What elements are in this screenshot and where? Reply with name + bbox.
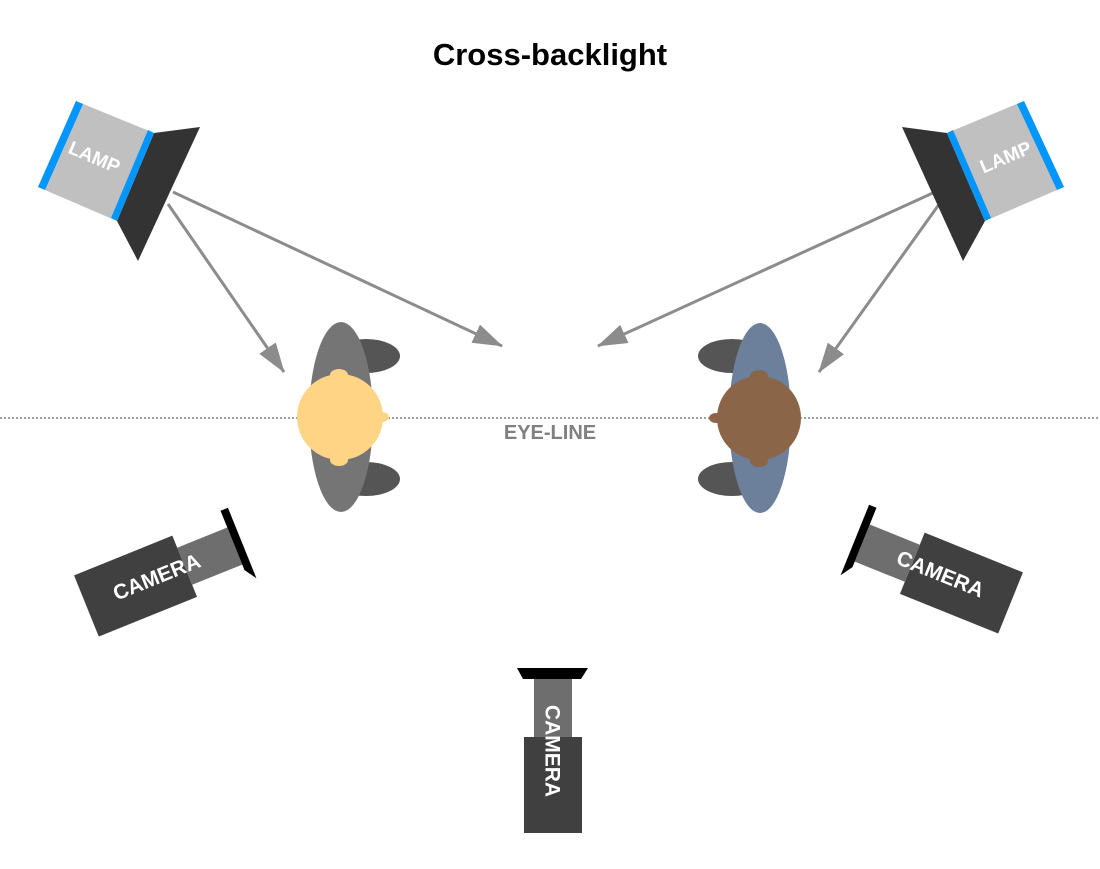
lamp-right: LAMP [902, 101, 1064, 261]
lamp-right-barndoor [902, 127, 985, 261]
person-right [698, 323, 801, 513]
light-ray-right-to-person [817, 202, 942, 373]
light-ray-left-to-center [172, 190, 503, 348]
person-left-head [297, 374, 383, 460]
lamp-left-barndoor [117, 127, 200, 261]
camera-left-body [74, 535, 198, 637]
person-left [297, 322, 400, 512]
camera-left-hood [220, 507, 257, 579]
lamp-left-front-edge [111, 130, 154, 221]
camera-bottom: CAMERA [517, 668, 588, 833]
lamp-left-back-edge [38, 101, 83, 190]
camera-bottom-hood [517, 668, 588, 679]
lamp-right-back-edge [1017, 101, 1064, 190]
camera-left: CAMERA [74, 507, 257, 637]
eye-line-label: EYE-LINE [504, 422, 596, 444]
light-ray-right-to-center [597, 190, 936, 348]
camera-right-body [899, 532, 1023, 634]
camera-right-hood [840, 504, 877, 576]
camera-left-lens [177, 527, 243, 585]
camera-bottom-label: CAMERA [541, 705, 564, 797]
camera-right-lens [854, 524, 920, 582]
diagram-title: Cross-backlight [433, 37, 667, 72]
light-ray-left-to-person [166, 203, 286, 373]
lamp-left: LAMP [38, 101, 200, 261]
camera-bottom-lens [534, 679, 572, 737]
camera-right: CAMERA [840, 504, 1023, 634]
person-right-head [717, 376, 801, 460]
camera-bottom-body [524, 737, 582, 833]
lamp-right-front-edge [947, 130, 991, 221]
